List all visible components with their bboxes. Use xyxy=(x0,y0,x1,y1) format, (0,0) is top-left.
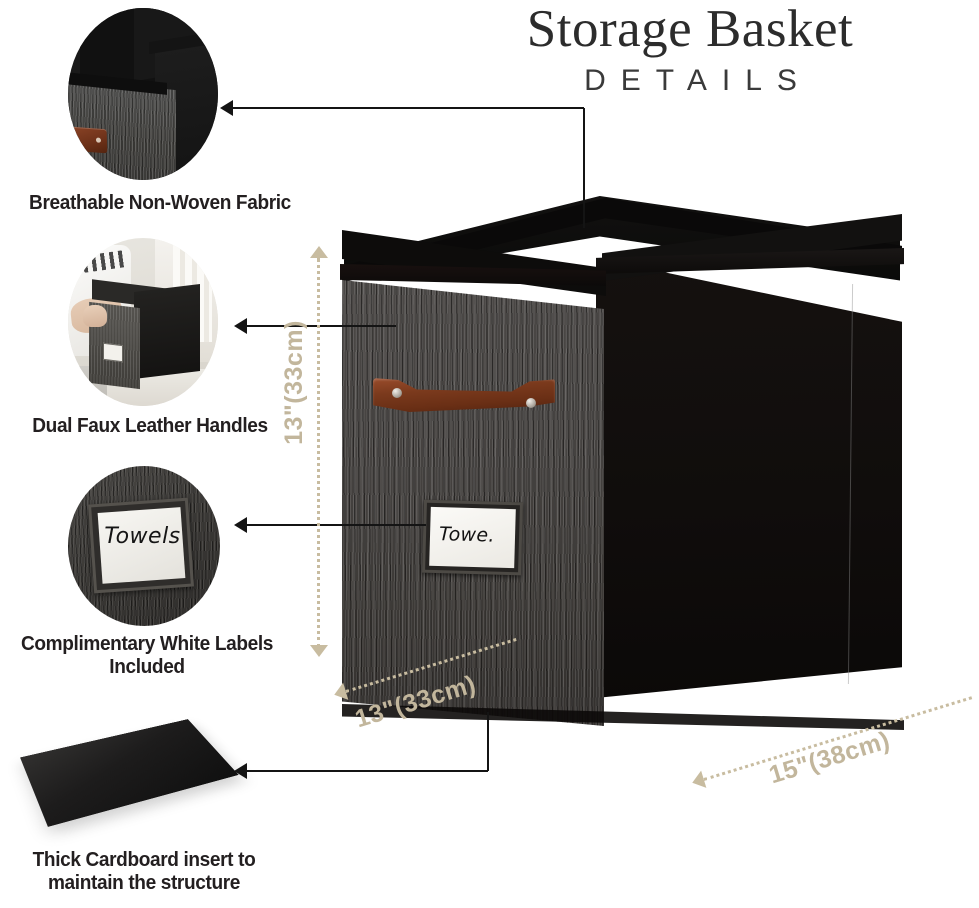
connector-arrowhead xyxy=(234,763,247,779)
feature-thumbnail-cardboard-insert xyxy=(18,694,239,844)
connector-vertical-segment xyxy=(487,712,489,771)
basket-label-text: Towe. xyxy=(438,523,496,547)
connector-horizontal-segment xyxy=(246,770,488,772)
dimension-line-vertical xyxy=(317,258,320,648)
dimension-arrowhead-top xyxy=(310,246,328,258)
connector-arrowhead xyxy=(220,100,233,116)
label-card-text: Towels xyxy=(104,524,181,550)
label-holder-frame: Towels xyxy=(87,497,195,594)
handle-rivet-left xyxy=(392,388,402,398)
basket-rim-front xyxy=(340,264,606,286)
connector-arrowhead xyxy=(234,318,247,334)
product-basket-image: Towe. xyxy=(330,196,950,776)
feature-thumbnail-white-labels: Towels xyxy=(68,466,220,626)
page-subtitle: DETAILS xyxy=(584,63,812,97)
page-title-block: Storage Basket DETAILS xyxy=(410,0,970,97)
feature-caption-dual-handles: Dual Faux Leather Handles xyxy=(32,414,268,437)
leather-tab xyxy=(70,127,108,154)
carried-basket-side xyxy=(134,284,200,380)
carried-basket-label xyxy=(102,342,123,363)
connector-horizontal-segment xyxy=(246,524,426,526)
connector-horizontal-segment xyxy=(232,107,584,109)
dimension-label-height: 13"(33cm) xyxy=(279,320,308,445)
basket-label-holder: Towe. xyxy=(422,499,523,576)
feature-caption-breathable-fabric: Breathable Non-Woven Fabric xyxy=(29,191,291,214)
page-title: Storage Basket xyxy=(526,0,854,58)
basket-side-panel xyxy=(596,258,902,698)
basket-leather-handle xyxy=(373,372,555,418)
connector-horizontal-segment xyxy=(246,325,396,327)
feature-caption-white-labels: Complimentary White Labels Included xyxy=(20,632,274,679)
handle-rivet-right xyxy=(526,398,536,408)
dimension-arrowhead-bottom xyxy=(310,645,328,657)
connector-vertical-segment xyxy=(583,108,585,228)
connector-arrowhead xyxy=(234,517,247,533)
cardboard-sheet xyxy=(20,719,239,827)
feature-thumbnail-breathable-fabric xyxy=(68,8,218,180)
feature-thumbnail-dual-handles xyxy=(68,238,218,406)
feature-caption-cardboard-insert: Thick Cardboard insert to maintain the s… xyxy=(32,848,256,895)
basket-label-card: Towe. xyxy=(429,506,516,569)
person-hand xyxy=(83,305,107,328)
